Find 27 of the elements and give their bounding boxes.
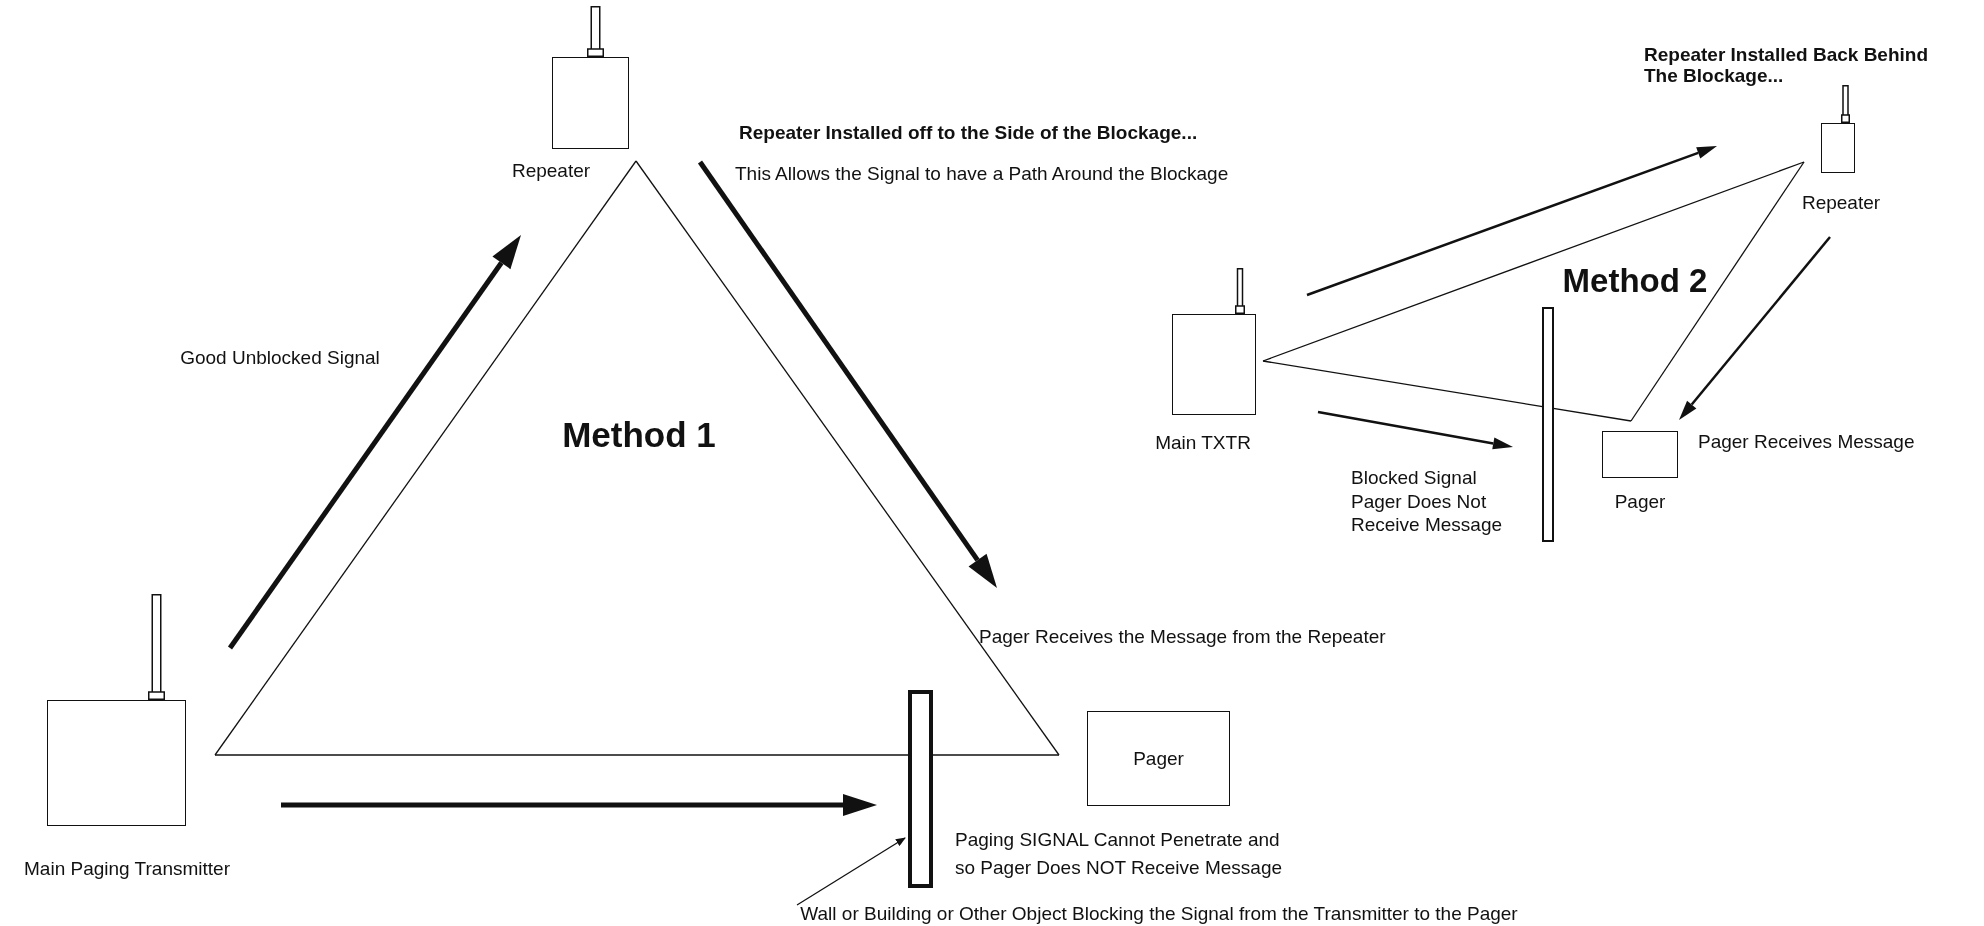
wall-bar	[908, 690, 933, 888]
device-label: Repeater	[511, 160, 591, 182]
method-description: Repeater Installed Back Behind The Blockage...	[1644, 44, 1930, 86]
signal-line	[1262, 360, 1632, 422]
pager-label: Pager	[1133, 747, 1184, 770]
signal-note: Blocked Signal Pager Does Not Receive Message	[1351, 466, 1504, 537]
method-heading: Method 2	[1562, 262, 1708, 300]
device-label: Pager	[1614, 491, 1666, 513]
device-label: Main Paging Transmitter	[24, 858, 230, 880]
wall-bar	[1542, 307, 1554, 542]
signal-line	[635, 160, 1060, 756]
device-label: Main TXTR	[1155, 432, 1251, 454]
pager-box	[1087, 711, 1230, 806]
signal-line	[1262, 161, 1805, 362]
method-description: Repeater Installed off to the Side of the Blockage...	[739, 122, 1198, 144]
method-note: This Allows the Signal to have a Path Around the Blockage	[735, 163, 1229, 185]
signal-note: Pager Receives Message	[1698, 431, 1915, 453]
signal-line	[1630, 161, 1805, 422]
signal-line	[214, 160, 637, 756]
signal-line	[214, 754, 1060, 756]
signal-note: Pager Receives the Message from the Repeater	[979, 626, 1386, 648]
signal-note: Good Unblocked Signal	[180, 347, 380, 369]
method-heading: Method 1	[562, 415, 716, 455]
signal-note: Paging SIGNAL Cannot Penetrate and so Pager Does NOT Receive Message	[955, 828, 1284, 880]
leader-line	[796, 837, 906, 906]
device-label: Repeater	[1801, 192, 1881, 214]
callout-text: Wall or Building or Other Object Blocking the Signal from the Transmitter to the Pager	[800, 903, 1518, 925]
